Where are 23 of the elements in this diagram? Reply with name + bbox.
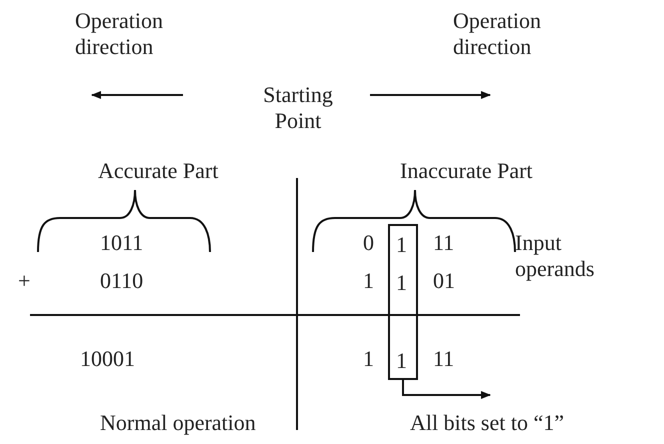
operand-digits: 1011 [100,230,144,256]
starting-point-label: Starting Point [262,82,334,134]
operation-label: Normal operation [100,410,256,436]
sum-digit: 1 [363,346,374,372]
part-label: Inaccurate Part [400,158,533,184]
operand-digits: 0110 [100,268,144,294]
sum-digits: 10001 [80,346,135,372]
operands-label: Input operands [515,230,596,282]
direction-label: Operation direction [75,8,164,60]
operand-digits: 01 [433,268,455,294]
highlighted-digit: 1 [396,348,407,374]
arrow [402,380,491,399]
plus-sign: + [18,268,30,294]
operand-digit: 0 [363,230,374,256]
operand-digit: 1 [363,268,374,294]
highlighted-digit: 1 [396,270,407,296]
operand-digits: 11 [433,230,454,256]
part-label: Accurate Part [98,158,218,184]
note-text: All bits set to “1” [410,410,564,436]
highlight-column-box [388,224,418,380]
sum-digits: 11 [433,346,454,372]
direction-label: Operation direction [453,8,542,60]
highlighted-digit: 1 [396,232,407,258]
